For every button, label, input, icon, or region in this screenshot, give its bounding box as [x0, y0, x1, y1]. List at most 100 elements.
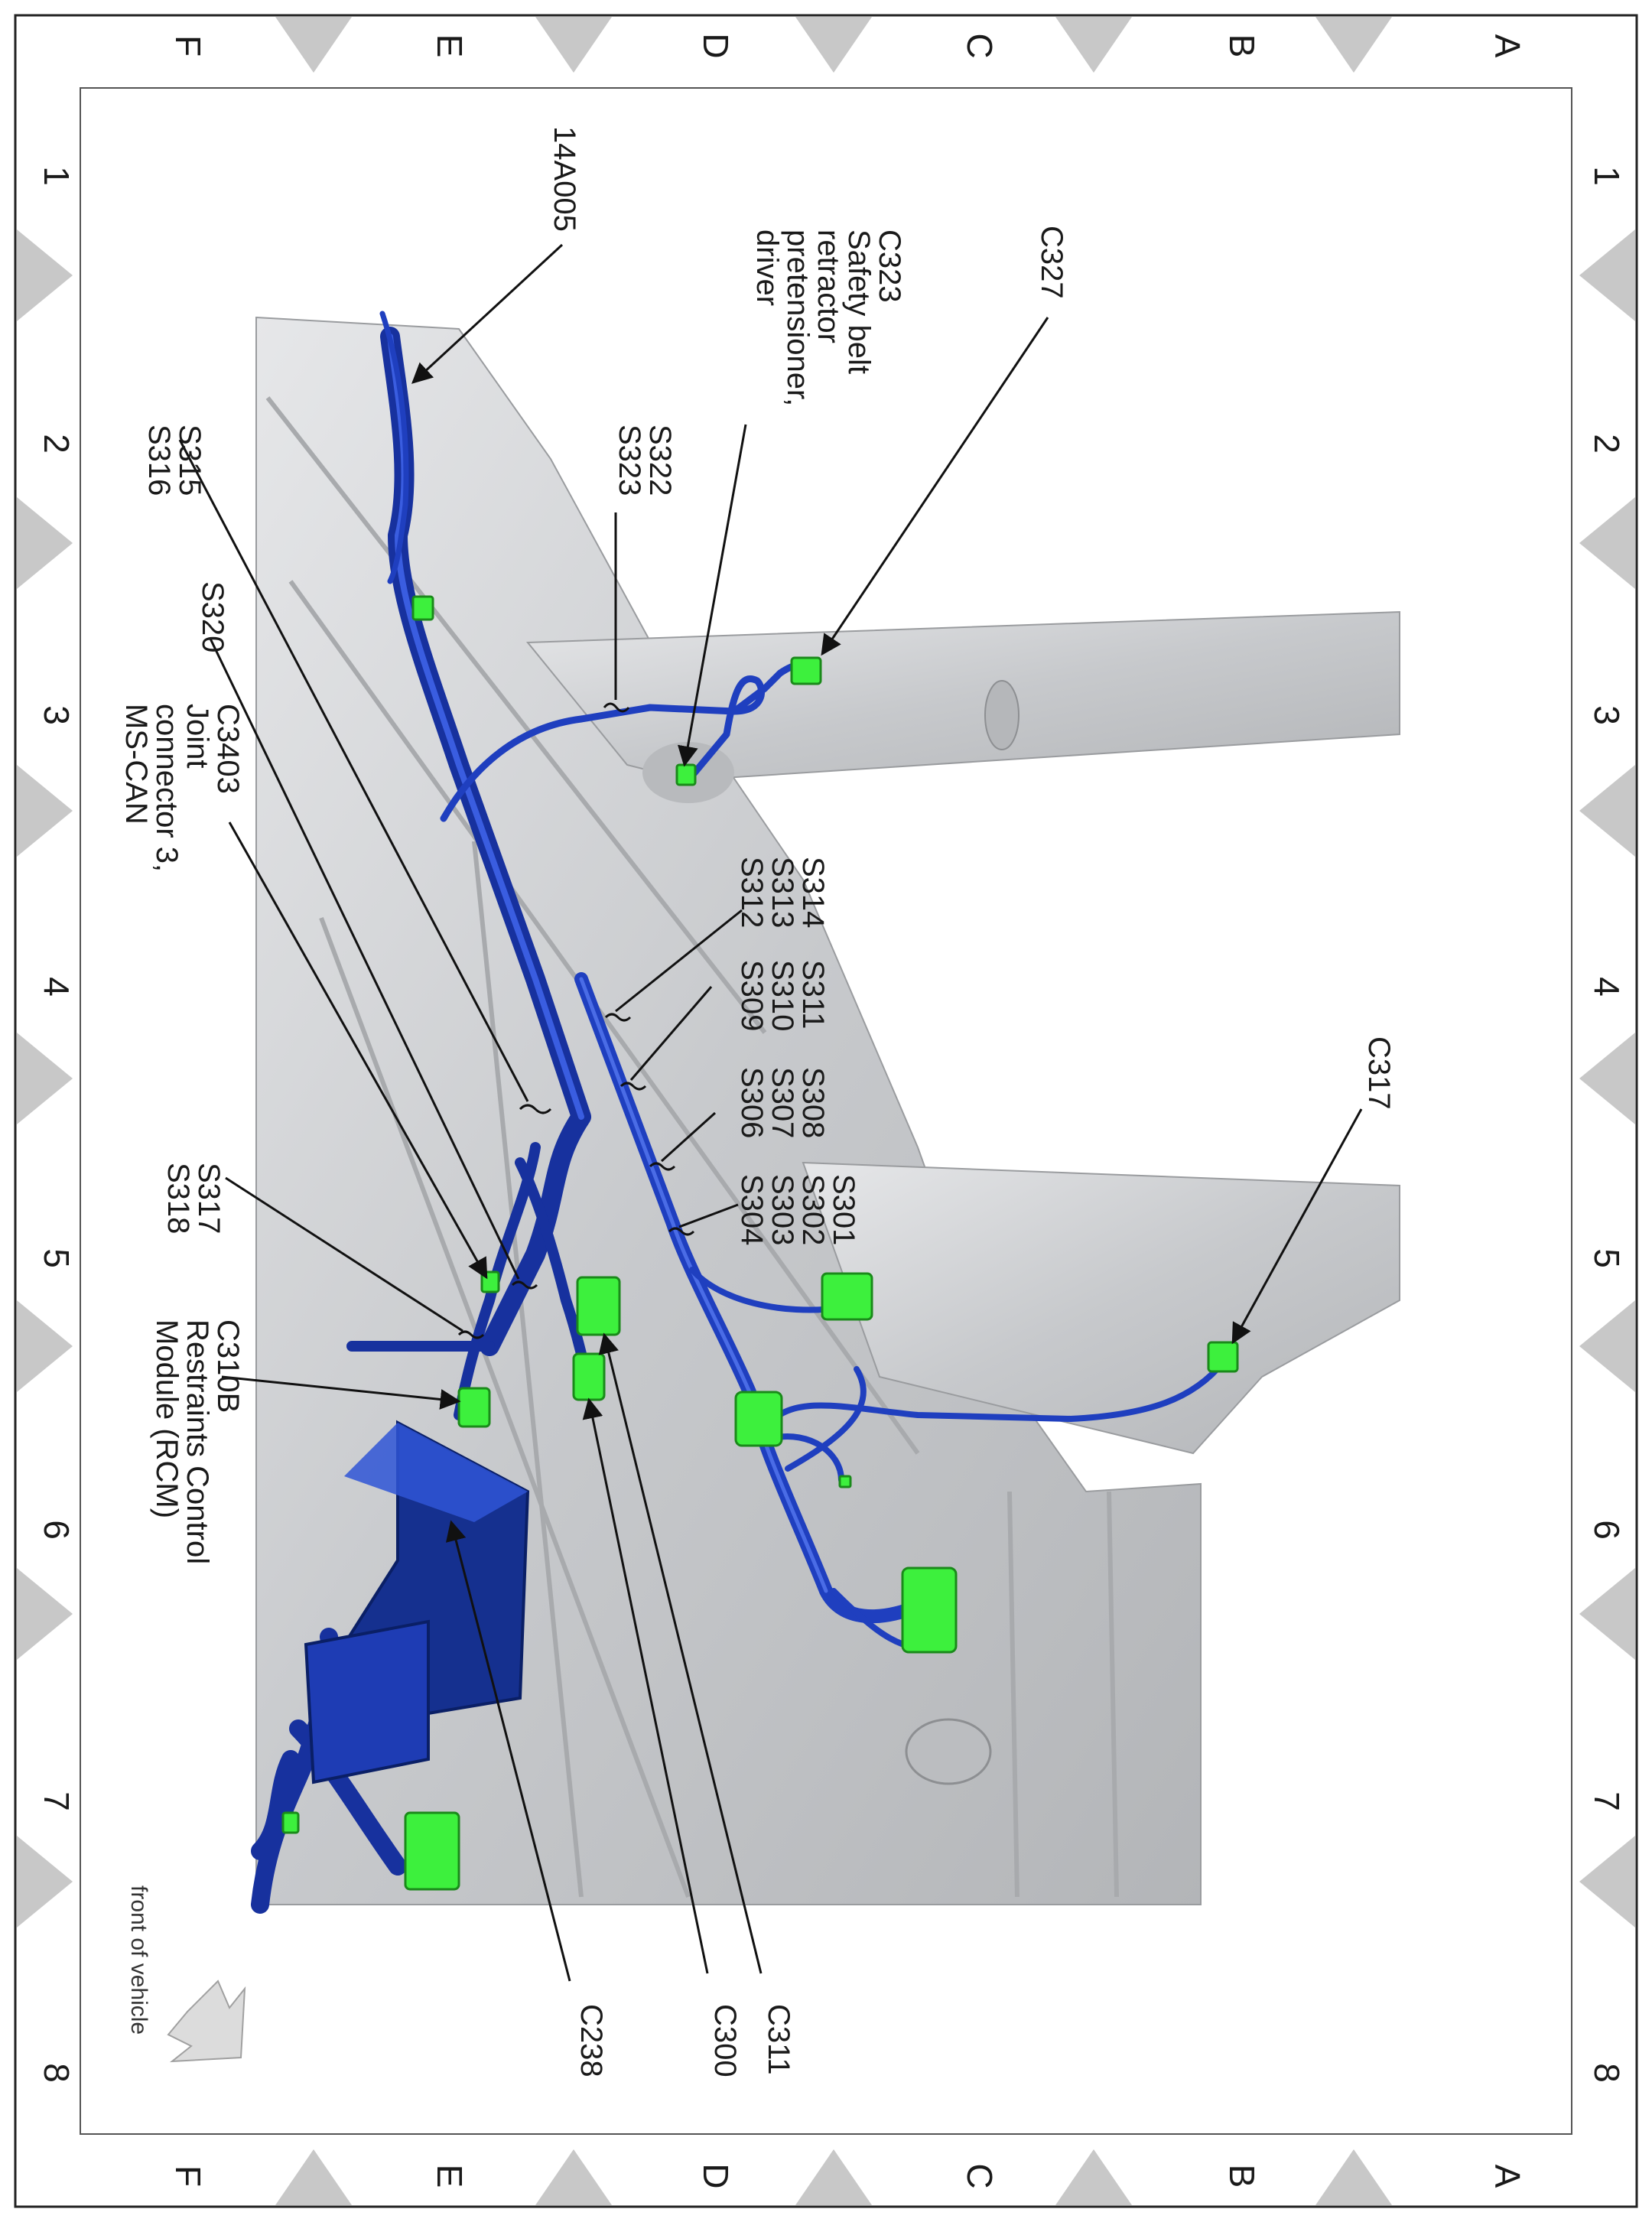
grid-row-B-bottom: B	[1222, 2165, 1262, 2188]
leader-c317	[1231, 1108, 1363, 1345]
label-s303: S303	[766, 1174, 799, 1245]
grid-markers	[17, 17, 1635, 2205]
leader-s308	[660, 1111, 717, 1163]
connector-c311	[576, 1276, 621, 1336]
label-c238: C238	[574, 2004, 608, 2077]
label-c323-desc-4: driver	[750, 229, 784, 306]
grid-col-7-left: 7	[37, 1791, 76, 1811]
grid-column-labels-left: 1 2 3 4 5 6 7 8	[37, 166, 76, 2083]
grid-row-C-top: C	[960, 33, 1000, 58]
splice-markers	[457, 702, 695, 1339]
leader-c327	[821, 317, 1049, 656]
leader-s317	[225, 1176, 463, 1332]
label-c323-desc-3: pretensioner,	[781, 229, 815, 406]
grid-col-8-right: 8	[1587, 2063, 1627, 2083]
grid-row-D-top: D	[696, 33, 736, 58]
front-of-vehicle-indicator: front of vehicle	[126, 1885, 246, 2063]
grid-row-F-bottom: F	[168, 2165, 208, 2187]
connector-c317	[1207, 1341, 1239, 1373]
grid-col-3-right: 3	[1587, 705, 1627, 725]
label-s320: S320	[196, 581, 229, 652]
grid-col-6-left: 6	[37, 1520, 76, 1540]
label-c310b-desc-2: Module (RCM)	[150, 1319, 184, 1518]
grid-row-labels-bottom: A B C D E F	[168, 2163, 1527, 2188]
grid-row-labels-top: A B C D E F	[168, 33, 1527, 58]
label-c300: C300	[708, 2004, 742, 2077]
label-c317: C317	[1362, 1036, 1396, 1110]
leader-c311	[598, 1332, 763, 1974]
connector-b	[734, 1391, 783, 1447]
connector-lower	[404, 1811, 460, 1891]
grid-row-C-bottom: C	[960, 2163, 1000, 2188]
leader-c300	[582, 1397, 709, 1974]
label-c323-desc-1: Safety belt	[842, 229, 876, 374]
splice-s314-mark	[604, 1013, 632, 1022]
leader-s314	[615, 909, 743, 1013]
grid-col-3-left: 3	[37, 705, 76, 725]
grid-col-2-left: 2	[37, 434, 76, 454]
label-s315: S315	[173, 425, 206, 496]
grid-col-1-left: 1	[37, 166, 76, 186]
label-s309: S309	[735, 960, 769, 1031]
label-c323-desc-2: retractor	[811, 229, 845, 343]
harness-splice-branches	[689, 1267, 944, 1652]
connector-a	[821, 1272, 873, 1321]
label-c311: C311	[762, 2004, 795, 2075]
splice-s320-mark	[511, 1280, 538, 1290]
connector-small-pin	[838, 1475, 852, 1488]
label-s302: S302	[796, 1174, 830, 1245]
label-c3403: C3403	[211, 704, 245, 794]
grid-col-2-right: 2	[1587, 434, 1627, 454]
grid-row-E-top: E	[430, 34, 470, 58]
b-pillar	[525, 610, 1400, 782]
label-c327: C327	[1035, 226, 1068, 299]
grid-row-E-bottom: E	[430, 2165, 470, 2188]
label-s317: S317	[192, 1163, 226, 1234]
splice-s301-mark	[668, 1227, 695, 1236]
grid-column-labels-right: 1 2 3 4 5 6 7 8	[1587, 166, 1627, 2083]
connector-upper	[411, 595, 434, 621]
leader-lines	[178, 243, 1363, 1982]
leader-s320	[209, 638, 520, 1280]
grid-col-5-right: 5	[1587, 1248, 1627, 1268]
label-s314: S314	[796, 857, 830, 928]
label-s310: S310	[766, 960, 799, 1031]
pillar-slot	[984, 680, 1019, 750]
leader-s315	[178, 439, 529, 1102]
label-c310b: C310B	[211, 1319, 245, 1413]
label-s307: S307	[766, 1067, 799, 1138]
label-s318: S318	[161, 1163, 195, 1234]
grid-col-8-left: 8	[37, 2063, 76, 2083]
label-s322: S322	[643, 425, 677, 496]
front-arrow-icon	[167, 1980, 246, 2063]
leader-c238	[446, 1520, 571, 1982]
splice-s308-mark	[649, 1162, 676, 1171]
floor-hole	[905, 1718, 992, 1785]
connector-c323	[675, 763, 697, 786]
label-s308: S308	[796, 1067, 830, 1138]
harness-c317-branch	[762, 1358, 1227, 1433]
rcm-top	[344, 1423, 528, 1522]
grid-row-F-top: F	[168, 35, 208, 57]
connectors	[281, 595, 1239, 1891]
label-c310b-desc-1: Restraints Control	[180, 1319, 214, 1564]
connector-c	[901, 1566, 958, 1654]
harness-14a005-feed	[379, 311, 409, 584]
grid-col-1-right: 1	[1587, 166, 1627, 186]
grid-row-A-top: A	[1488, 34, 1527, 58]
leader-c310b	[221, 1375, 461, 1410]
a-pillar	[802, 1161, 1400, 1455]
leader-s301	[678, 1203, 739, 1228]
connector-c300	[572, 1352, 606, 1401]
grid-col-4-left: 4	[37, 977, 76, 997]
label-s301: S301	[827, 1174, 860, 1245]
front-of-vehicle-label: front of vehicle	[126, 1885, 151, 2035]
splice-s317-mark	[457, 1330, 485, 1339]
label-s304: S304	[735, 1174, 769, 1245]
splice-s322-mark	[603, 702, 630, 713]
grid-col-7-right: 7	[1587, 1791, 1627, 1811]
label-c323: C323	[873, 229, 906, 303]
grid-col-4-right: 4	[1587, 977, 1627, 997]
leader-14a005	[411, 243, 564, 384]
